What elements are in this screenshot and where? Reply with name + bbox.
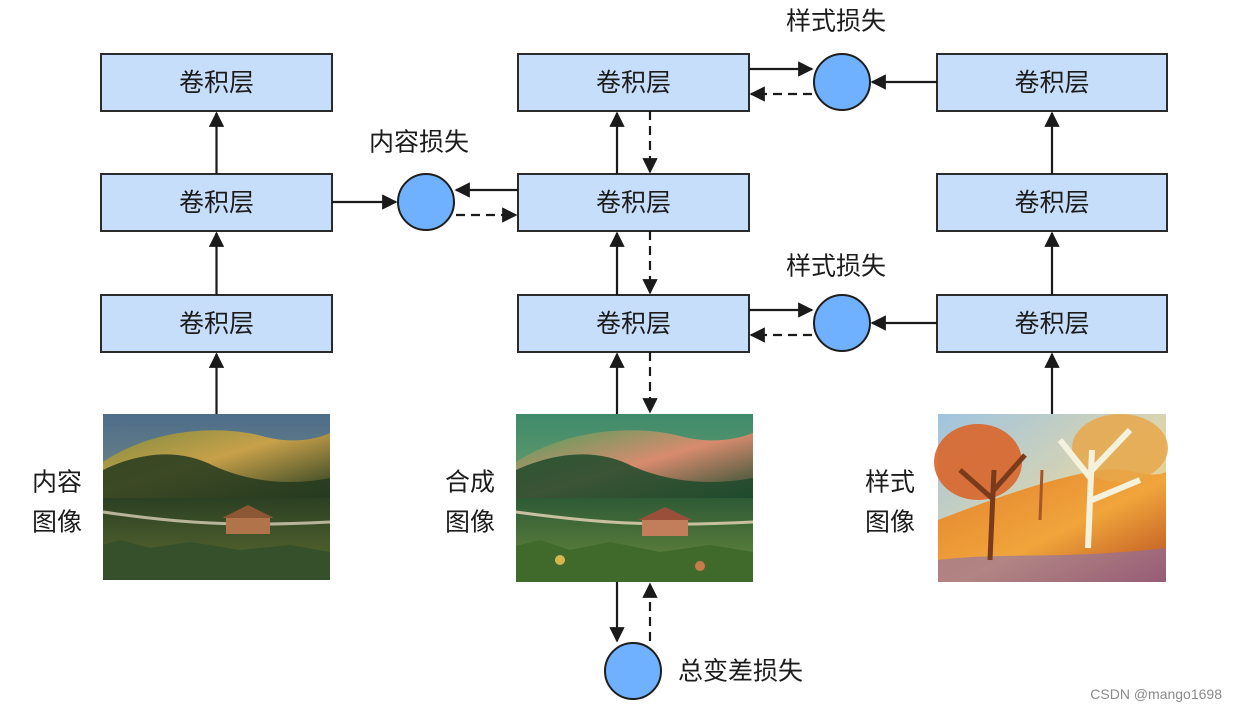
synth-layer-top: 卷积层 bbox=[517, 53, 750, 112]
content-layer-middle-label: 卷积层 bbox=[179, 188, 254, 217]
style-layer-bottom-label: 卷积层 bbox=[1014, 309, 1089, 338]
total-variation-loss-node bbox=[604, 642, 662, 700]
style-layer-middle: 卷积层 bbox=[936, 173, 1168, 232]
synthesized-image-label-line1: 合成 bbox=[445, 468, 495, 497]
style-image-label-line1: 样式 bbox=[865, 468, 915, 497]
content-image-label-line2: 图像 bbox=[32, 508, 82, 537]
style-loss-label-top: 样式损失 bbox=[786, 7, 886, 36]
watermark-text: CSDN @mango1698 bbox=[1090, 686, 1222, 702]
synth-layer-bottom: 卷积层 bbox=[517, 294, 750, 353]
content-loss-label: 内容损失 bbox=[369, 128, 469, 157]
style-loss-node-top bbox=[813, 53, 871, 111]
style-layer-top-label: 卷积层 bbox=[1014, 68, 1089, 97]
content-image bbox=[102, 414, 331, 580]
synthesized-image bbox=[515, 414, 754, 582]
synth-layer-middle: 卷积层 bbox=[517, 173, 750, 232]
style-loss-label-bottom: 样式损失 bbox=[786, 252, 886, 281]
content-layer-bottom: 卷积层 bbox=[100, 294, 333, 353]
style-layer-bottom: 卷积层 bbox=[936, 294, 1168, 353]
style-layer-middle-label: 卷积层 bbox=[1014, 188, 1089, 217]
total-variation-loss-label: 总变差损失 bbox=[678, 657, 803, 686]
content-image-label-line1: 内容 bbox=[32, 468, 82, 497]
content-loss-node bbox=[397, 173, 455, 231]
content-layer-top: 卷积层 bbox=[100, 53, 333, 112]
style-image-label-line2: 图像 bbox=[865, 508, 915, 537]
content-layer-top-label: 卷积层 bbox=[179, 68, 254, 97]
synthesized-image-label-line2: 图像 bbox=[445, 508, 495, 537]
content-layer-middle: 卷积层 bbox=[100, 173, 333, 232]
synth-layer-top-label: 卷积层 bbox=[596, 68, 671, 97]
style-loss-node-bottom bbox=[813, 294, 871, 352]
content-layer-bottom-label: 卷积层 bbox=[179, 309, 254, 338]
synth-layer-bottom-label: 卷积层 bbox=[596, 309, 671, 338]
style-layer-top: 卷积层 bbox=[936, 53, 1168, 112]
synth-layer-middle-label: 卷积层 bbox=[596, 188, 671, 217]
style-image bbox=[934, 414, 1168, 582]
